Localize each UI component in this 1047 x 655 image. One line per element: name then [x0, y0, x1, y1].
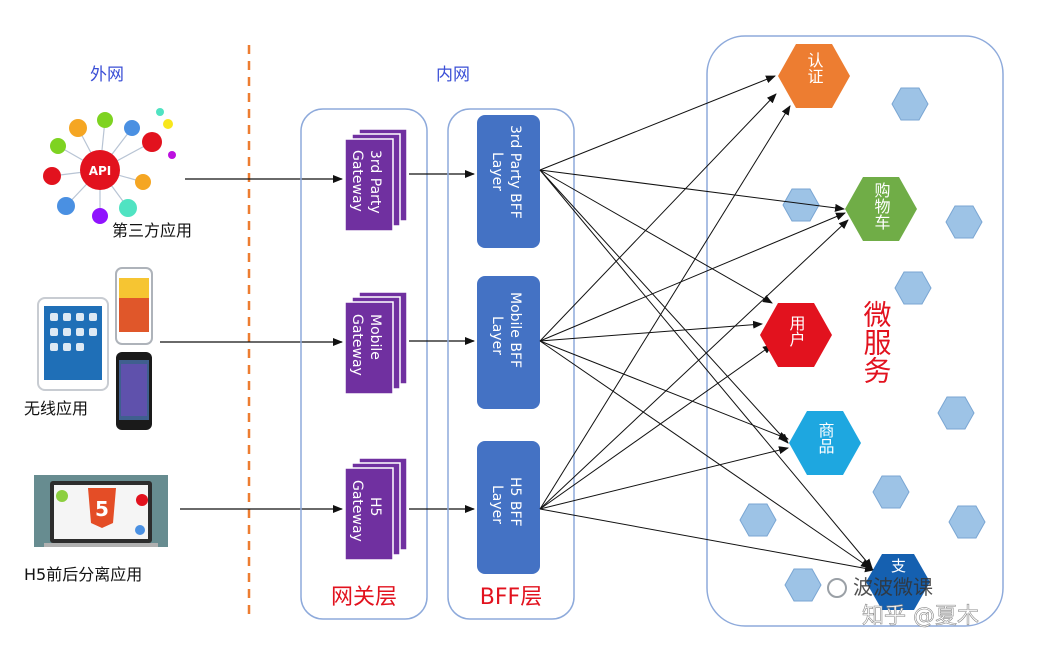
gateway-stack-h5	[344, 457, 408, 561]
watermark-line1: 波波微课	[853, 575, 933, 599]
bff-group-label: BFF层	[480, 585, 542, 610]
service-hexagon-user	[760, 303, 832, 367]
gateway-stack-mobile	[344, 291, 408, 395]
service-hexagon-auth	[778, 44, 850, 108]
external-network-label: 外网	[90, 65, 124, 85]
gateway-label-h5-line1: H5	[367, 497, 383, 516]
bff-label-mobile-line1: Mobile BFF	[507, 292, 523, 368]
service-hexagon-payment	[866, 554, 930, 610]
gateway-label-mobile-line1: Mobile	[367, 314, 383, 360]
client-label-third-party: 第三方应用	[112, 221, 192, 240]
service-label-product: 商品	[816, 422, 835, 454]
minor-service-hexagons	[739, 87, 986, 602]
bff-box-h5	[477, 441, 540, 574]
api-badge: API	[89, 164, 112, 178]
bff-label-mobile-line2: Layer	[489, 316, 505, 355]
bff-service-arrows	[539, 75, 875, 573]
bff-label-third-party-line2: Layer	[489, 152, 505, 191]
bff-box-mobile	[477, 276, 540, 409]
watermark-line2: 知乎 @夏木	[862, 604, 979, 629]
microservices-box	[706, 35, 1004, 627]
third-party-app-icon: API	[43, 108, 176, 224]
gateway-group-label: 网关层	[331, 585, 397, 610]
client-label-wireless: 无线应用	[24, 399, 88, 418]
gateway-group-box	[300, 108, 428, 620]
gateway-label-h5-line2: Gateway	[349, 480, 365, 542]
client-label-h5: H5前后分离应用	[24, 565, 142, 584]
gateway-label-third-party-line2: Gateway	[349, 150, 365, 212]
service-hexagon-product	[789, 411, 861, 475]
service-label-auth: 认证	[805, 52, 824, 84]
wechat-icon	[827, 578, 847, 598]
service-label-payment: 支	[889, 558, 907, 573]
bff-label-h5-line2: Layer	[489, 485, 505, 524]
microservices-label: 微服务	[860, 300, 893, 384]
gateway-label-mobile-line2: Gateway	[349, 314, 365, 376]
bff-label-h5-line1: H5 BFF	[507, 477, 523, 527]
service-hexagon-cart	[845, 177, 917, 241]
mobile-devices-icon	[37, 267, 153, 430]
service-label-user: 用户	[787, 315, 806, 347]
internal-network-label: 内网	[436, 65, 470, 85]
gateway-stack-third-party	[344, 128, 408, 232]
html5-laptop-icon: 5	[34, 475, 168, 547]
bff-label-third-party-line1: 3rd Party BFF	[507, 125, 523, 219]
watermark: 波波微课 知乎 @夏木	[827, 575, 979, 629]
gateway-label-third-party-line1: 3rd Party	[367, 150, 383, 214]
service-label-cart: 购物车	[872, 182, 891, 230]
bff-box-third-party	[477, 115, 540, 248]
html5-badge: 5	[95, 497, 109, 521]
